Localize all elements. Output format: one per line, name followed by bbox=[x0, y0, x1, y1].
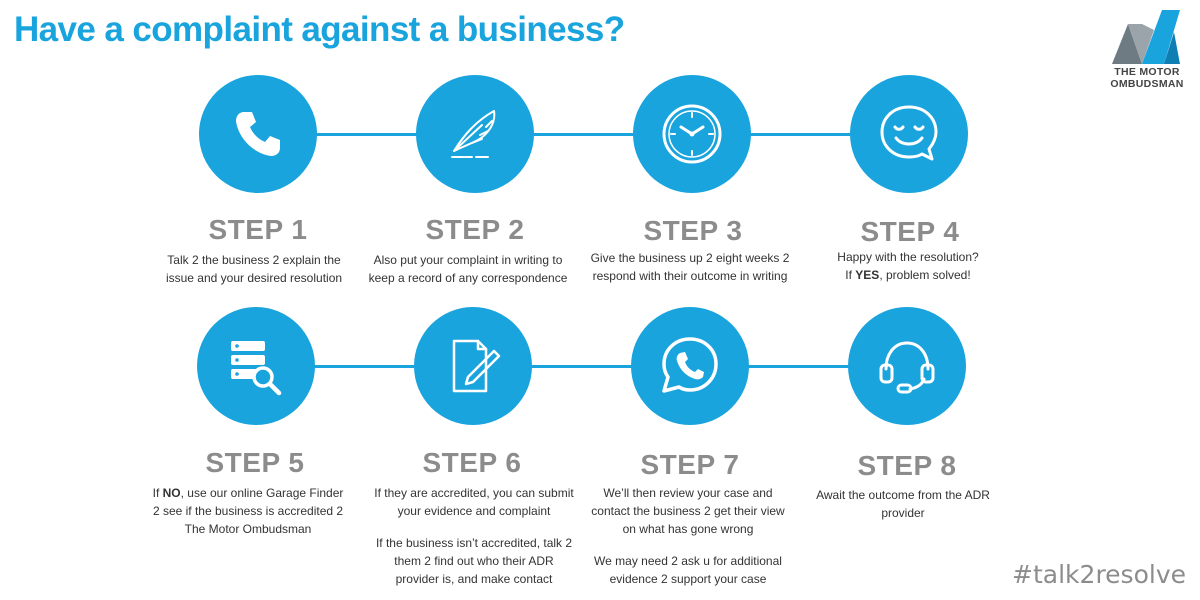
step-4-yes: YES bbox=[855, 268, 880, 282]
step-7-description-2: We may need 2 ask u for additional evide… bbox=[594, 554, 782, 586]
document-edit-icon bbox=[452, 339, 501, 393]
logo-line-1: THE MOTOR bbox=[1114, 66, 1180, 78]
step-3-icon-circle bbox=[633, 75, 751, 193]
step-3-title: STEP 3 bbox=[643, 215, 743, 246]
step-5-if: If bbox=[152, 486, 163, 500]
step-5-no: NO bbox=[162, 486, 181, 500]
step-5-title: STEP 5 bbox=[205, 447, 305, 478]
step-7-text: We’ll then review your case and contact … bbox=[588, 484, 788, 588]
step-6-icon-circle bbox=[414, 307, 532, 425]
step-5-rest: , use our online Garage Finder 2 see if … bbox=[152, 486, 344, 536]
row1-connector bbox=[258, 133, 908, 136]
step-7-description: We’ll then review your case and contact … bbox=[591, 486, 785, 536]
quill-icon bbox=[451, 110, 496, 158]
smiley-chat-icon bbox=[880, 105, 938, 161]
headset-icon bbox=[879, 341, 935, 394]
step-2-title: STEP 2 bbox=[425, 214, 525, 245]
whatsapp-icon bbox=[662, 337, 718, 393]
step-4-title: STEP 4 bbox=[860, 216, 960, 247]
row2-connector bbox=[256, 365, 906, 368]
step-4-icon-circle bbox=[850, 75, 968, 193]
step-2-description: Also put your complaint in writing to ke… bbox=[368, 253, 568, 285]
step-6-description-2: If the business isn’t accredited, talk 2… bbox=[375, 536, 573, 586]
step-1-description: Talk 2 the business 2 explain the issue … bbox=[165, 253, 343, 285]
logo-mark-icon bbox=[1112, 10, 1180, 64]
logo-line-2: OMBUDSMAN bbox=[1110, 78, 1184, 90]
step-8-icon-circle bbox=[848, 307, 966, 425]
phone-icon bbox=[236, 112, 280, 156]
step-1-text: Talk 2 the business 2 explain the issue … bbox=[154, 251, 354, 287]
step-2-icon-circle bbox=[416, 75, 534, 193]
step-7-title: STEP 7 bbox=[640, 449, 740, 480]
step-8-text: Await the outcome from the ADR provider bbox=[803, 486, 1003, 522]
step-3-description: Give the business up 2 eight weeks 2 res… bbox=[590, 251, 790, 283]
step-2-text: Also put your complaint in writing to ke… bbox=[368, 251, 568, 287]
step-6-description: If they are accredited, you can submit y… bbox=[374, 486, 574, 518]
step-4-if: If bbox=[845, 268, 856, 282]
step-8-title: STEP 8 bbox=[857, 450, 957, 481]
step-5-description: If NO, use our online Garage Finder 2 se… bbox=[148, 484, 348, 538]
motor-ombudsman-logo: THE MOTOR OMBUDSMAN bbox=[1104, 10, 1190, 90]
step-4-answer: If YES, problem solved! bbox=[808, 266, 1008, 284]
step-6-text: If they are accredited, you can submit y… bbox=[374, 484, 574, 588]
step-4-text: Happy with the resolution? If YES, probl… bbox=[808, 248, 1008, 284]
hashtag: #talk2resolve bbox=[1012, 560, 1186, 589]
step-7-icon-circle bbox=[631, 307, 749, 425]
database-search-icon bbox=[231, 341, 282, 396]
step-1-title: STEP 1 bbox=[208, 214, 308, 245]
page-title: Have a complaint against a business? bbox=[14, 10, 625, 49]
clock-icon bbox=[662, 104, 722, 164]
step-8-description: Await the outcome from the ADR provider bbox=[816, 488, 990, 520]
step-3-text: Give the business up 2 eight weeks 2 res… bbox=[590, 249, 790, 285]
step-4-question: Happy with the resolution? bbox=[837, 250, 979, 264]
step-4-result: , problem solved! bbox=[879, 268, 971, 282]
step-5-text: If NO, use our online Garage Finder 2 se… bbox=[148, 484, 348, 538]
step-1-icon-circle bbox=[199, 75, 317, 193]
step-5-icon-circle bbox=[197, 307, 315, 425]
step-6-title: STEP 6 bbox=[422, 447, 522, 478]
